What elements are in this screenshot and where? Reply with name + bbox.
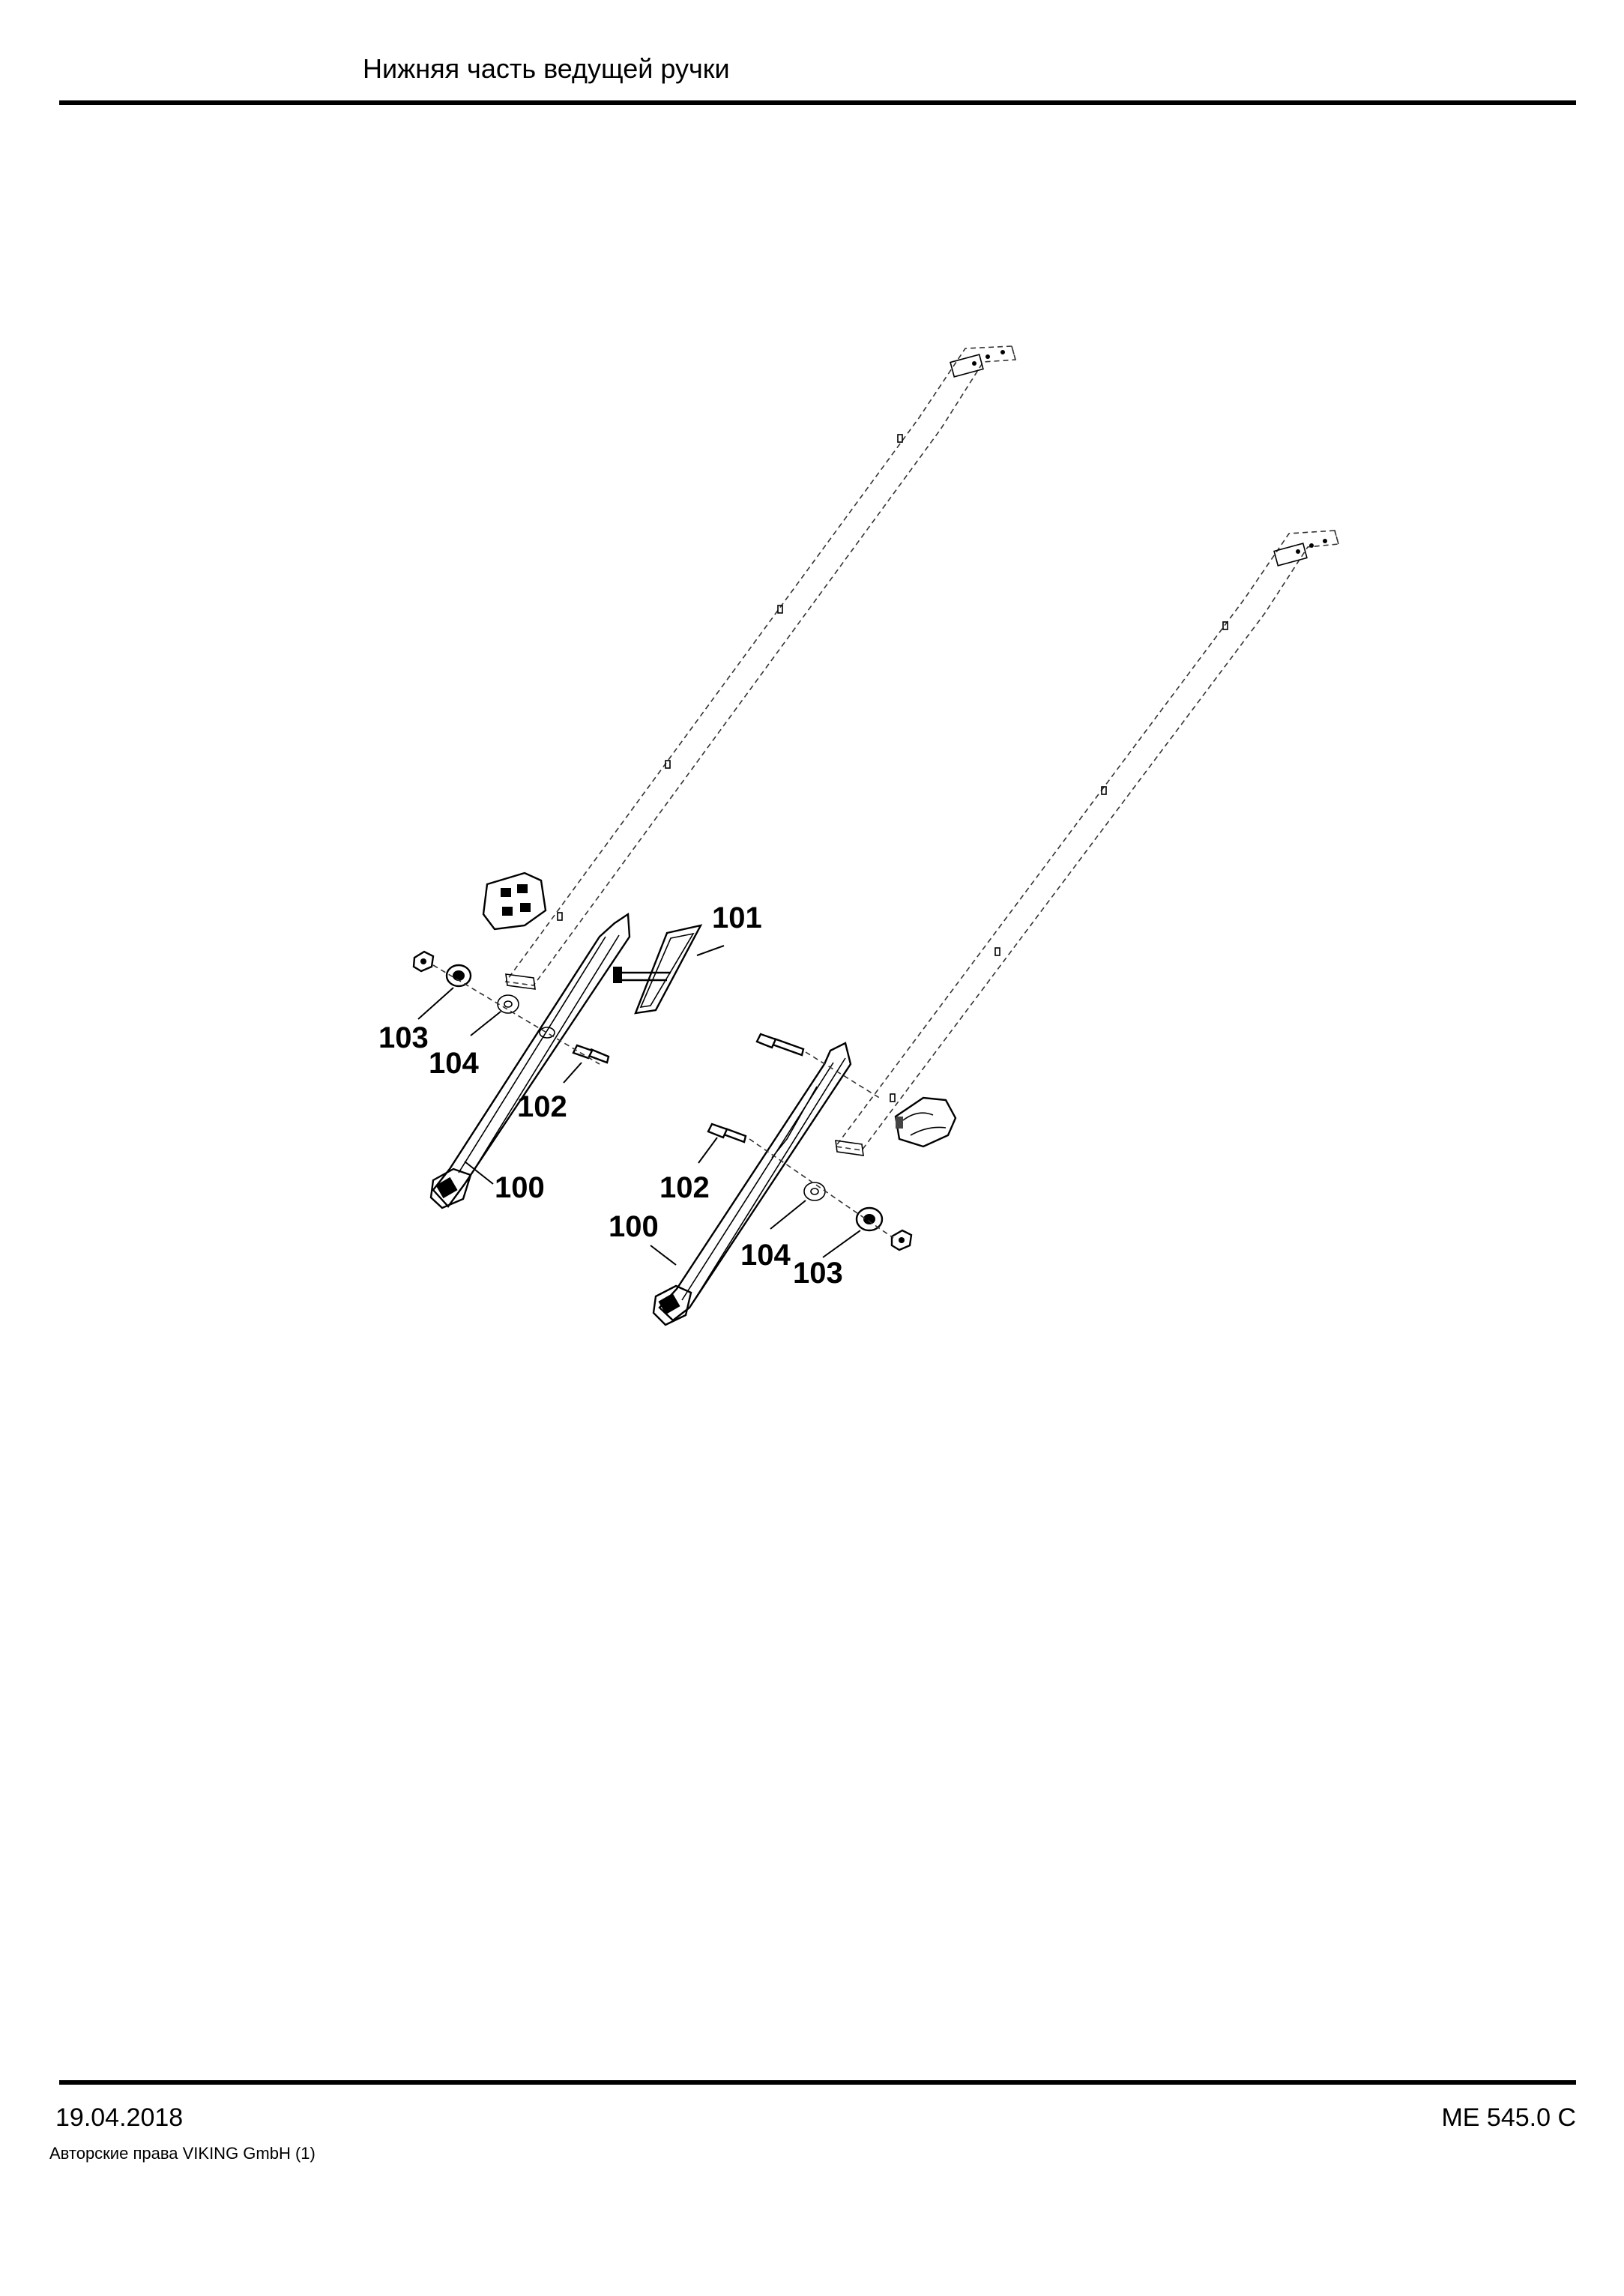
callout-left-103: 103 (378, 1021, 429, 1054)
right-lower-handle-bracket (652, 1042, 852, 1326)
callout-right-102: 102 (659, 1171, 710, 1204)
left-bolt (572, 1044, 610, 1064)
right-nut (890, 1229, 913, 1251)
callout-right-103: 103 (793, 1257, 843, 1290)
left-clamp-block (482, 871, 547, 931)
leader-right-104 (770, 1200, 806, 1230)
right-bolt-upper (755, 1033, 805, 1057)
callout-left-104: 104 (429, 1047, 479, 1080)
quick-release-lever (613, 924, 703, 1015)
callout-left-101: 101 (712, 901, 762, 934)
callout-left-102: 102 (517, 1090, 567, 1123)
left-lower-handle-bracket (429, 912, 631, 1209)
page-title: Нижняя часть ведущей ручки (363, 53, 730, 84)
leader-right-100 (650, 1245, 677, 1266)
right-bolt-lower (707, 1123, 747, 1144)
right-spacer (855, 1206, 884, 1232)
left-nut (412, 950, 435, 973)
left-spacer (445, 964, 472, 988)
right-upper-handle-tube (834, 530, 1340, 1156)
leader-right-102 (698, 1137, 718, 1164)
callout-right-104: 104 (740, 1239, 791, 1272)
callout-right-100: 100 (609, 1210, 659, 1243)
leader-left-103 (417, 987, 454, 1020)
right-clamp-block (894, 1096, 957, 1148)
footer-doc-code: ME 545.0 C (1441, 2103, 1576, 2132)
footer-date: 19.04.2018 (55, 2103, 184, 2132)
leader-left-102 (563, 1062, 582, 1084)
footer-copyright: Авторские права VIKING GmbH (1) (49, 2144, 316, 2163)
leader-left-101 (696, 945, 725, 956)
callout-left-100: 100 (495, 1171, 545, 1204)
right-washer (803, 1182, 826, 1201)
left-washer (497, 994, 519, 1014)
header-divider (59, 100, 1576, 105)
footer-divider (59, 2080, 1576, 2085)
leader-right-103 (822, 1230, 861, 1258)
left-upper-handle-tube (504, 345, 1017, 990)
leader-left-104 (470, 1011, 501, 1036)
leader-left-100 (464, 1161, 494, 1185)
